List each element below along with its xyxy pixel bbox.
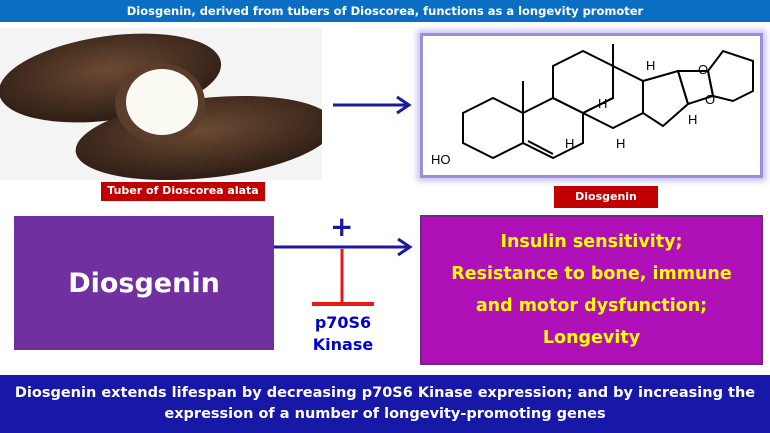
arrow-head-icon	[397, 237, 413, 257]
footer-banner: Diosgenin extends lifespan by decreasing…	[0, 375, 770, 433]
plus-sign: +	[330, 210, 354, 243]
structure-caption: Diosgenin	[554, 186, 658, 208]
kinase-line-2: Kinase	[312, 335, 374, 354]
tuber-photo	[0, 28, 335, 181]
h-label: H	[616, 136, 625, 151]
outcome-line: Insulin sensitivity;	[500, 232, 683, 252]
tuber-image	[0, 28, 335, 181]
h-label: H	[646, 58, 655, 73]
molecule-drawing: HO H H H H H O O	[431, 44, 754, 167]
outcome-line: and motor dysfunction;	[475, 296, 708, 316]
h-label: H	[565, 136, 574, 151]
tuber-caption: Tuber of Dioscorea alata	[101, 182, 265, 201]
o-label: O	[705, 92, 715, 107]
ho-label: HO	[431, 152, 451, 167]
pathway-arrows	[274, 237, 413, 306]
p70s6-kinase-label: p70S6 Kinase	[300, 312, 386, 356]
o-label: O	[698, 62, 708, 77]
outcome-box: Insulin sensitivity; Resistance to bone,…	[420, 215, 763, 365]
outcome-line: Resistance to bone, immune	[451, 264, 732, 284]
arrow-to-structure	[333, 95, 412, 115]
header-banner: Diosgenin, derived from tubers of Diosco…	[0, 0, 770, 22]
kinase-line-1: p70S6	[314, 313, 372, 332]
outcome-line: Longevity	[542, 328, 641, 348]
h-label: H	[598, 96, 607, 111]
h-label: H	[688, 112, 697, 127]
diosgenin-structure: HO H H H H H O O	[420, 33, 763, 178]
diosgenin-box: Diosgenin	[14, 216, 274, 350]
